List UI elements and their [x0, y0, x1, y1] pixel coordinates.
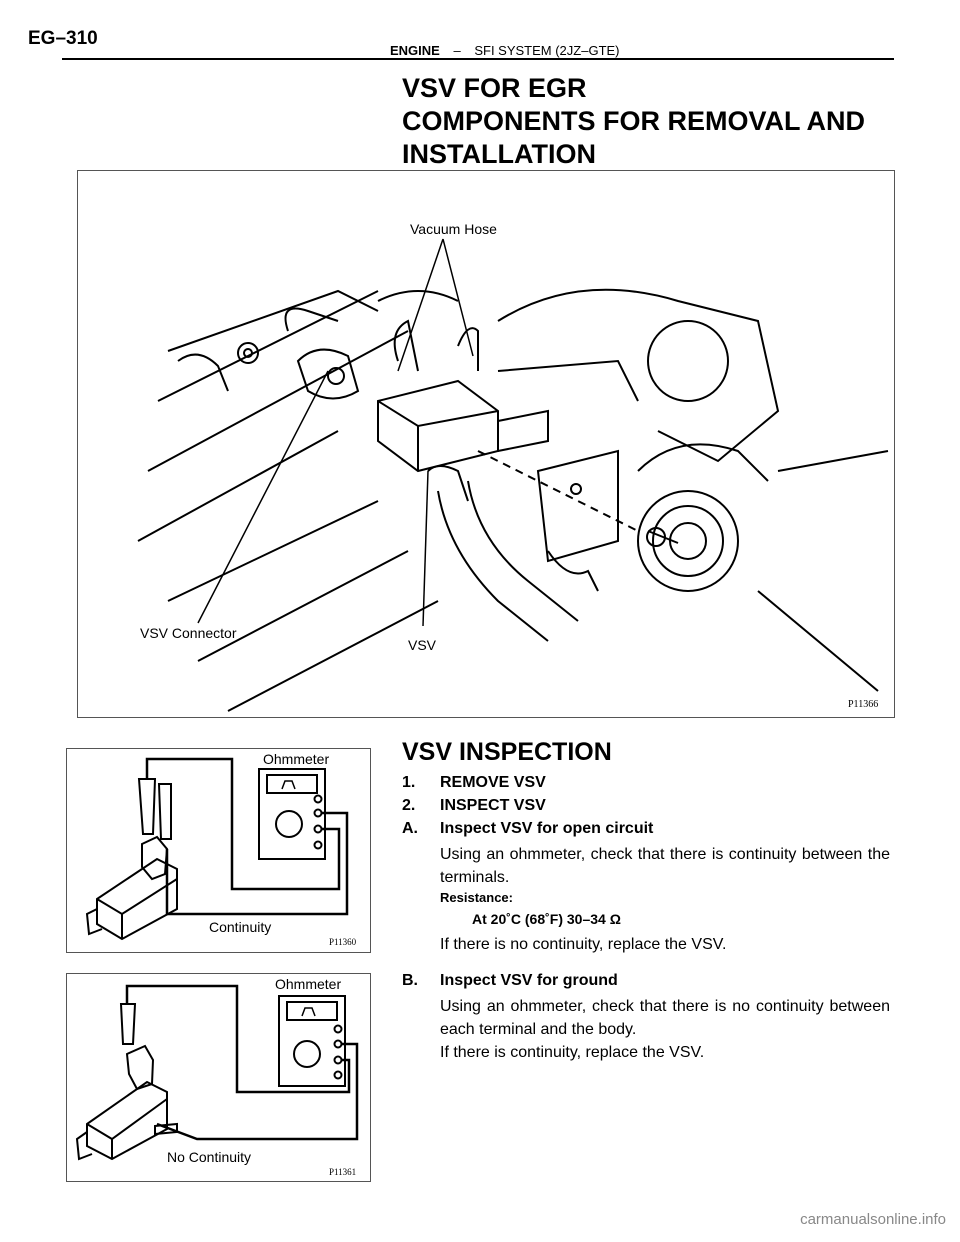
- step-1-text: REMOVE VSV: [440, 774, 546, 791]
- step-2-number: 2.: [402, 797, 416, 814]
- figure-code: P11361: [329, 1167, 357, 1177]
- watermark: carmanualsonline.info: [800, 1211, 946, 1228]
- engine-illustration: [137, 238, 889, 712]
- subsection-name: SFI SYSTEM (2JZ–GTE): [474, 43, 620, 58]
- step-2-text: INSPECT VSV: [440, 797, 546, 814]
- title-line-1: VSV FOR EGR: [402, 73, 587, 103]
- label-no-continuity: No Continuity: [167, 1149, 252, 1165]
- label-vsv-connector: VSV Connector: [140, 625, 237, 641]
- label-continuity: Continuity: [209, 919, 272, 935]
- section-name: ENGINE: [390, 43, 440, 58]
- resistance-label: Resistance:: [440, 890, 513, 905]
- header-rule: [62, 58, 894, 60]
- label-vacuum-hose: Vacuum Hose: [410, 221, 497, 237]
- resistance-spec: At 20˚C (68˚F) 30–34 Ω: [472, 911, 621, 927]
- label-vsv: VSV: [408, 637, 437, 653]
- inspection-title: VSV INSPECTION: [402, 738, 612, 766]
- figure-code: P11360: [329, 937, 357, 947]
- running-header: ENGINE – SFI SYSTEM (2JZ–GTE): [390, 43, 620, 58]
- step-a: A. Inspect VSV for open circuit: [402, 820, 653, 838]
- figure-code: P11366: [848, 699, 879, 710]
- label-ohmmeter: Ohmmeter: [263, 751, 330, 767]
- step-a-note: If there is no continuity, replace the V…: [440, 936, 727, 953]
- step-b-letter: B.: [402, 972, 418, 989]
- step-b-note: If there is continuity, replace the VSV.: [440, 1044, 705, 1061]
- step-a-letter: A.: [402, 820, 418, 837]
- ohmmeter-no-continuity-illustration: [75, 984, 359, 1161]
- ohmmeter-continuity-illustration: [85, 757, 349, 941]
- title-line-2: COMPONENTS FOR REMOVAL AND: [402, 106, 866, 136]
- step-b-instruction: Using an ohmmeter, check that there is n…: [440, 998, 890, 1038]
- step-2: 2. INSPECT VSV: [402, 797, 546, 815]
- step-b: B. Inspect VSV for ground: [402, 972, 618, 990]
- header-separator: –: [453, 43, 461, 58]
- no-continuity-figure: Ohmmeter No Continuity P11361: [66, 973, 371, 1182]
- step-b-heading: Inspect VSV for ground: [440, 972, 618, 989]
- step-a-instruction: Using an ohmmeter, check that there is c…: [440, 846, 890, 886]
- step-1-number: 1.: [402, 774, 416, 791]
- page-number: EG–310: [28, 28, 98, 49]
- page-title: VSV FOR EGR COMPONENTS FOR REMOVAL AND I…: [402, 72, 865, 171]
- title-line-3: INSTALLATION: [402, 139, 596, 169]
- continuity-figure: Ohmmeter Continuity P11360: [66, 748, 371, 953]
- step-a-heading: Inspect VSV for open circuit: [440, 820, 654, 837]
- step-1: 1. REMOVE VSV: [402, 774, 546, 792]
- components-figure: Vacuum Hose VSV Connector VSV P11366: [77, 170, 895, 718]
- label-ohmmeter: Ohmmeter: [275, 976, 342, 992]
